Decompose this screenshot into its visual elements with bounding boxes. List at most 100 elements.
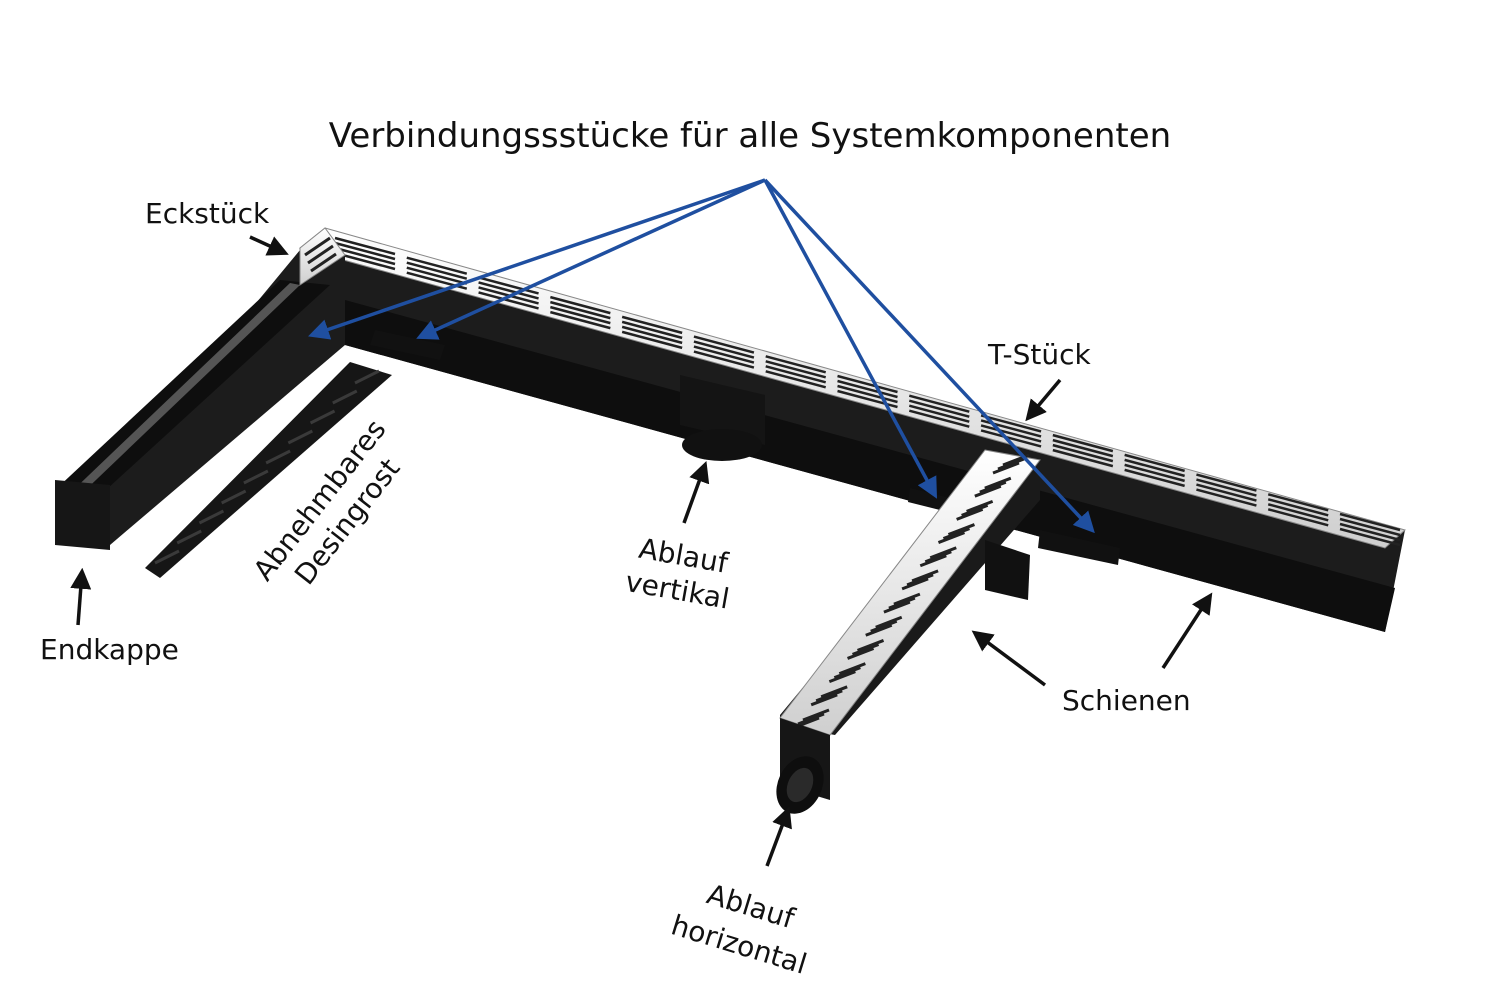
grate-slot bbox=[1339, 512, 1401, 532]
grate-slot bbox=[815, 689, 843, 703]
grate-slot bbox=[1052, 443, 1114, 463]
grate-slot bbox=[1339, 522, 1401, 542]
grate-slot bbox=[908, 409, 970, 428]
grate-slot bbox=[924, 550, 952, 564]
grate-slot bbox=[837, 374, 898, 394]
grate-slot bbox=[956, 507, 984, 521]
grate-slot bbox=[919, 554, 947, 568]
grate-slot bbox=[901, 577, 929, 591]
grate-slot bbox=[478, 291, 539, 310]
arrow-endkappe bbox=[70, 567, 92, 626]
label-ablauf-vertikal: Ablauf vertikal bbox=[623, 532, 732, 616]
label-t-stueck: T-Stück bbox=[987, 338, 1092, 371]
grate-slot bbox=[906, 573, 934, 587]
grate-slot bbox=[974, 484, 1002, 498]
grate-slot bbox=[802, 708, 830, 722]
grate-slot bbox=[979, 480, 1007, 494]
arrow-schienen-right bbox=[1161, 592, 1213, 669]
grate-slot bbox=[980, 424, 1042, 443]
grate-slot bbox=[837, 384, 898, 404]
grate-slot bbox=[478, 281, 539, 300]
callout-line-left-connector bbox=[416, 178, 766, 340]
grate-slot bbox=[550, 300, 611, 320]
grate-slot bbox=[833, 666, 861, 680]
grate-slot bbox=[693, 350, 755, 369]
grate-slot bbox=[937, 531, 965, 544]
grate-slot bbox=[406, 256, 468, 275]
grate-slot bbox=[1124, 453, 1185, 473]
grate-slot bbox=[797, 712, 825, 726]
grate-slot bbox=[992, 461, 1020, 475]
t-branch-channel bbox=[776, 449, 1041, 814]
grate-slot bbox=[1196, 483, 1257, 502]
grate-slot bbox=[1196, 488, 1257, 507]
grate-slot bbox=[1124, 468, 1185, 488]
label-endkappe: Endkappe bbox=[40, 633, 179, 666]
grate-slot bbox=[908, 394, 970, 413]
main-channel bbox=[298, 227, 1407, 632]
grate-slot bbox=[334, 246, 396, 266]
callout-line-corner bbox=[308, 178, 766, 340]
arrow-schienen-left bbox=[971, 630, 1047, 687]
grate-slot bbox=[908, 404, 970, 423]
grate-slot bbox=[621, 325, 683, 345]
grate-slot bbox=[883, 600, 911, 614]
grate-slot bbox=[820, 685, 848, 699]
label-schienen: Schienen bbox=[1062, 684, 1191, 717]
grate-slot bbox=[1052, 448, 1114, 468]
grate-slot bbox=[847, 647, 875, 660]
grate-slot bbox=[621, 330, 683, 350]
main-grate-slots bbox=[334, 236, 1401, 547]
grate-slot bbox=[1267, 498, 1329, 517]
grate-slot bbox=[765, 365, 827, 384]
grate-slot bbox=[621, 315, 683, 335]
grate-slot bbox=[908, 399, 970, 418]
grate-slot bbox=[837, 379, 898, 399]
grate-slot bbox=[693, 340, 755, 359]
label-eckstueck: Eckstück bbox=[145, 197, 270, 230]
grate-slot bbox=[1124, 463, 1185, 483]
grate-slot bbox=[961, 503, 989, 517]
grate-slot bbox=[810, 693, 838, 707]
grate-slot bbox=[1267, 508, 1329, 527]
grate-slot bbox=[966, 499, 994, 513]
grate-slot bbox=[1339, 517, 1401, 537]
connector-callouts bbox=[308, 178, 1095, 534]
grate-slot bbox=[406, 266, 468, 285]
grate-slot bbox=[865, 623, 893, 637]
grate-slot bbox=[550, 305, 611, 325]
diagram-title: Verbindungssstücke für alle Systemkompon… bbox=[329, 116, 1171, 156]
grate-slot bbox=[911, 569, 939, 583]
grate-slot bbox=[857, 639, 885, 652]
grate-slot bbox=[693, 345, 755, 364]
left-channel bbox=[55, 227, 346, 550]
grate-slot bbox=[870, 619, 898, 633]
grate-slot bbox=[984, 476, 1012, 490]
vertical-drain-part bbox=[680, 375, 765, 461]
grate-slot bbox=[334, 241, 396, 261]
grate-slot bbox=[893, 592, 921, 606]
grate-slot bbox=[765, 355, 827, 374]
grate-slot bbox=[1052, 433, 1114, 453]
grate-slot bbox=[828, 670, 856, 684]
arrow-ablauf-horizontal bbox=[765, 806, 792, 867]
grate-slot bbox=[852, 643, 880, 656]
grate-slot bbox=[765, 370, 827, 389]
grate-slot bbox=[1196, 473, 1257, 492]
grate-slot bbox=[334, 236, 396, 256]
grate-slot bbox=[1124, 458, 1185, 478]
grate-slot bbox=[942, 527, 970, 540]
callout-line-t-right bbox=[763, 178, 1095, 534]
callout-line-t-left bbox=[763, 179, 937, 499]
label-ablauf-horizontal: Ablauf horizontal bbox=[667, 877, 810, 980]
grate-slot bbox=[1196, 478, 1257, 497]
arrow-eckstueck bbox=[249, 235, 289, 256]
grate-slot bbox=[947, 523, 975, 536]
grate-slot bbox=[929, 546, 957, 560]
arrow-ablauf-vertikal bbox=[682, 461, 710, 524]
grate-slot bbox=[406, 261, 468, 280]
grate-slot bbox=[478, 276, 539, 295]
grate-slot bbox=[550, 310, 611, 330]
arrow-t-stueck bbox=[1025, 378, 1062, 422]
